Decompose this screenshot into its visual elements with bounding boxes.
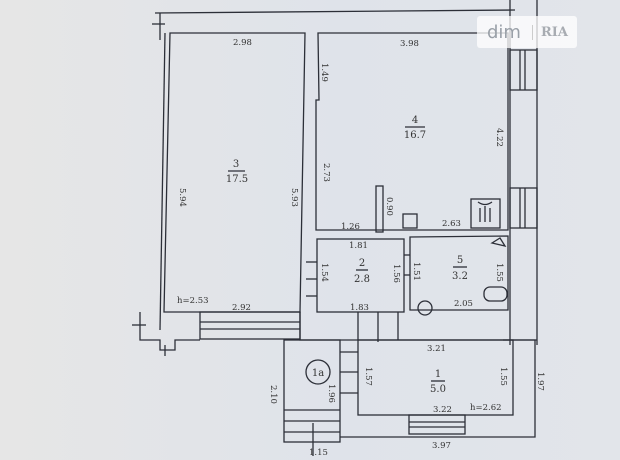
watermark-ria: RIA: [532, 24, 568, 40]
dim-label: 1.55: [494, 263, 504, 282]
room-2-area: 2.8: [354, 274, 370, 285]
room-1a-number: 1a: [312, 368, 324, 379]
watermark-dim: dim: [487, 21, 521, 43]
room-1-number: 1: [435, 369, 441, 380]
room-2-number: 2: [359, 258, 365, 269]
window: [509, 49, 538, 91]
room-3-number: 3: [233, 159, 239, 170]
dim-label: 1.51: [411, 262, 421, 281]
room-3-area: 17.5: [226, 174, 248, 185]
dimension-labels: 2.98 5.94 5.93 2.92 h=2.53 3.98 1.49 2.7…: [177, 38, 545, 458]
shower-icon: [490, 237, 507, 247]
dim-label: 2.05: [454, 299, 473, 309]
toilet-icon: [483, 286, 508, 302]
room-5-number: 5: [457, 255, 463, 266]
dim-label: 1.83: [350, 303, 369, 313]
dim-label: 1.54: [319, 263, 329, 282]
dim-label: 3.22: [433, 405, 452, 415]
dim-label: 2.92: [232, 303, 251, 313]
room-5-area: 3.2: [452, 271, 468, 282]
dim-label: 4.22: [494, 128, 504, 147]
room-5-outline: [409, 235, 509, 311]
dim-label: 3.21: [427, 344, 446, 354]
dim-label: h=2.53: [177, 296, 209, 306]
dim-label: 1.97: [535, 372, 545, 391]
room-4-area: 16.7: [404, 130, 426, 141]
room-labels: 3 17.5 4 16.7 2 2.8 5 3.2 1 5.0 1a: [226, 115, 468, 395]
stove-icon: [470, 198, 501, 229]
dim-label: 1.49: [319, 63, 329, 82]
dim-label: 1.56: [391, 264, 401, 283]
room-1-area: 5.0: [430, 384, 446, 395]
dim-label: 3.98: [400, 39, 419, 49]
room-4-number: 4: [412, 115, 418, 126]
dim-label: 2.73: [321, 163, 331, 182]
dim-label: 1.81: [349, 241, 368, 251]
window: [509, 187, 538, 229]
dim-label: 2.10: [268, 385, 278, 404]
dim-label: 5.93: [289, 188, 299, 207]
watermark-logo: dim RIA: [477, 16, 577, 48]
dim-label: 5.94: [177, 188, 187, 207]
dim-label: 0.90: [384, 197, 394, 216]
dim-label: 3.97: [432, 441, 451, 451]
dim-label: 1.26: [341, 222, 360, 232]
dim-label: 2.98: [233, 38, 252, 48]
dim-label: 1.96: [326, 384, 336, 403]
dim-label: 1.15: [309, 448, 328, 458]
room-3-outline: [163, 32, 306, 313]
dim-label: 2.63: [442, 219, 461, 229]
room-1a-outline: [283, 339, 341, 443]
dim-label: h=2.62: [470, 403, 502, 413]
dim-label: 1.57: [363, 367, 373, 386]
dim-label: 1.55: [498, 367, 508, 386]
